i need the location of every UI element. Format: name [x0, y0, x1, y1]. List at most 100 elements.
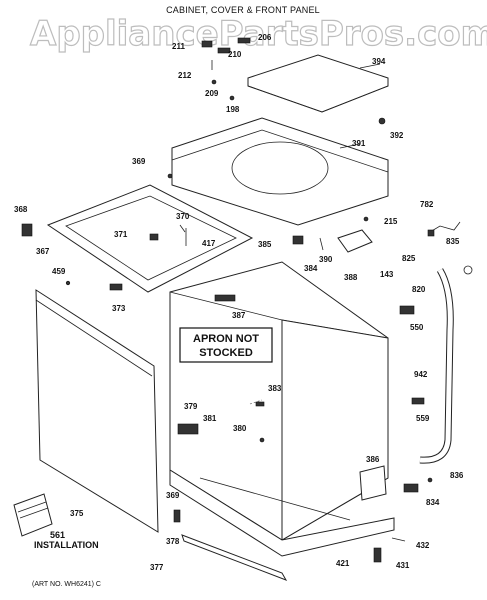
- hinge-part: [201, 40, 213, 48]
- label-388: 388: [344, 273, 358, 282]
- top-panel-opening: [231, 141, 329, 195]
- label-215: 215: [384, 217, 398, 226]
- brace-part: [177, 423, 199, 435]
- label-377: 377: [150, 563, 164, 572]
- label-825: 825: [402, 254, 416, 263]
- label-369-bottom: 369: [166, 491, 180, 500]
- base-crossbar: [199, 477, 351, 521]
- label-390: 390: [319, 255, 333, 264]
- top-panel-part: [171, 117, 389, 226]
- top-panel-rim: [171, 129, 389, 173]
- cabinet-side-panel: [281, 319, 389, 541]
- label-391: 391: [352, 139, 366, 148]
- label-211: 211: [172, 42, 185, 51]
- apron-notice-box: [179, 327, 273, 363]
- strap-part: [403, 483, 419, 493]
- lid-edge: [247, 85, 389, 113]
- label-559: 559: [416, 414, 430, 423]
- label-550: 550: [410, 323, 424, 332]
- installation-part-number: 561: [50, 530, 65, 540]
- hose-guide-part: [399, 305, 415, 315]
- label-820: 820: [412, 285, 426, 294]
- rear-bracket-part: [359, 465, 387, 501]
- diagram-title: CABINET, COVER & FRONT PANEL: [166, 5, 320, 15]
- bolt-part: [255, 401, 265, 407]
- wire-harness-part: [429, 221, 461, 233]
- label-384: 384: [304, 264, 318, 273]
- screw-part: [167, 173, 173, 179]
- art-number: (ART NO. WH6241) C: [32, 581, 101, 588]
- label-210: 210: [228, 50, 242, 59]
- label-432: 432: [416, 541, 430, 550]
- leader-370: [179, 224, 186, 233]
- label-367: 367: [36, 247, 50, 256]
- label-459: 459: [52, 267, 66, 276]
- installation-booklet-icon: [13, 493, 53, 537]
- clip-part: [109, 283, 123, 291]
- label-431: 431: [396, 561, 410, 570]
- label-835: 835: [446, 237, 460, 246]
- label-386: 386: [366, 455, 380, 464]
- pin-part: [391, 537, 406, 542]
- tub-ring-inner: [65, 195, 237, 281]
- clip-part: [229, 95, 235, 101]
- label-209: 209: [205, 89, 219, 98]
- hinge-pin-part: [237, 37, 251, 44]
- leveling-foot-part: [373, 547, 382, 563]
- label-387: 387: [232, 311, 246, 320]
- switch-part: [292, 235, 304, 245]
- label-394: 394: [372, 57, 386, 66]
- front-panel-part: [35, 289, 159, 533]
- label-373: 373: [112, 304, 126, 313]
- label-369-top: 369: [132, 157, 146, 166]
- label-380: 380: [233, 424, 247, 433]
- label-385: 385: [258, 240, 272, 249]
- leader-391: [339, 143, 361, 149]
- label-370: 370: [176, 212, 190, 221]
- label-375: 375: [70, 509, 84, 518]
- watermark: AppliancePartsPros.com: [30, 14, 487, 54]
- screw-part: [65, 280, 71, 286]
- drain-hose-inner: [419, 268, 453, 463]
- label-836: 836: [450, 471, 464, 480]
- label-782: 782: [420, 200, 434, 209]
- leader-394: [359, 63, 381, 69]
- hose-clamp-part: [463, 265, 473, 275]
- bracket-part: [21, 223, 33, 237]
- label-378: 378: [166, 537, 180, 546]
- label-421: 421: [336, 559, 350, 568]
- label-379: 379: [184, 402, 198, 411]
- lid-switch-part: [337, 229, 373, 253]
- label-942: 942: [414, 370, 428, 379]
- kick-panel-part: [181, 534, 288, 581]
- base-frame-part: [169, 469, 395, 557]
- front-panel-edge: [35, 299, 153, 377]
- clip-part: [149, 233, 159, 241]
- leveling-leg-part: [173, 509, 181, 523]
- label-368: 368: [14, 205, 28, 214]
- booklet-line: [19, 507, 49, 519]
- apron-notice-line2: STOCKED: [199, 347, 253, 359]
- leader-390: [319, 237, 324, 251]
- booklet-line: [17, 501, 47, 513]
- label-206: 206: [258, 33, 272, 42]
- connector-part: [427, 229, 435, 237]
- label-371: 371: [114, 230, 128, 239]
- label-834: 834: [426, 498, 440, 507]
- brace-part: [214, 294, 236, 302]
- label-381: 381: [203, 414, 217, 423]
- label-198: 198: [226, 105, 240, 114]
- installation-label: INSTALLATION: [34, 540, 99, 550]
- label-392: 392: [390, 131, 404, 140]
- hinge-bracket-part: [217, 47, 231, 54]
- screw-part: [427, 477, 433, 483]
- lid-part: [247, 54, 389, 113]
- label-417: 417: [202, 239, 216, 248]
- label-212: 212: [178, 71, 192, 80]
- label-383: 383: [268, 384, 282, 393]
- bumper-part: [378, 117, 386, 125]
- label-143: 143: [380, 270, 394, 279]
- clip-part: [411, 397, 425, 405]
- apron-notice-line1: APRON NOT: [193, 333, 259, 345]
